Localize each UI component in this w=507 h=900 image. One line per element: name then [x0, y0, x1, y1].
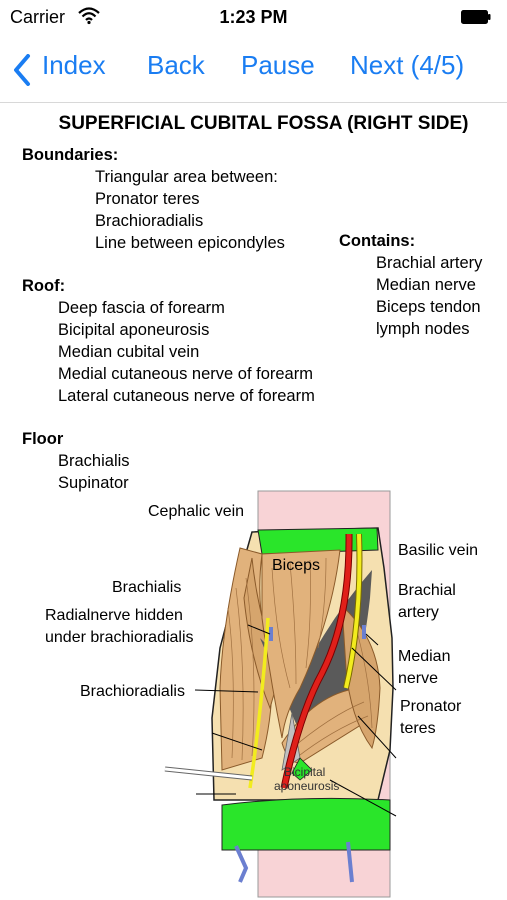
basilic-vein-lower: [346, 841, 354, 883]
boundaries-item: Brachioradialis: [95, 212, 204, 230]
contains-item: Biceps tendon: [376, 298, 481, 316]
wifi-icon: [78, 7, 100, 25]
next-button[interactable]: Next (4/5): [350, 50, 465, 80]
pause-button[interactable]: Pause: [241, 50, 315, 80]
roof-item: Median cubital vein: [58, 343, 200, 361]
brachial-artery: [281, 533, 352, 789]
bicipital-aponeurosis-label-line1: Bicipital: [284, 765, 326, 779]
boundaries-item: Line between epicondyles: [95, 234, 285, 252]
median-nerve-label-line1: Median: [398, 648, 451, 665]
cephalic-vein-mark: [269, 627, 273, 641]
floor-item: Brachialis: [58, 452, 130, 470]
bicipital-aponeurosis-label-line2: aponeurosis: [274, 779, 340, 793]
index-button[interactable]: Index: [42, 50, 106, 80]
contains-heading: Contains:: [339, 232, 416, 250]
back-button[interactable]: Back: [147, 50, 205, 80]
roof-item: Bicipital aponeurosis: [58, 321, 210, 339]
bottom-fascia-band: [221, 797, 391, 851]
page-title: SUPERFICIAL CUBITAL FOSSA (RIGHT SIDE): [58, 113, 469, 134]
floor-item: Supinator: [58, 474, 129, 492]
carrier-label: Carrier: [10, 7, 66, 27]
boundaries-item: Triangular area between:: [95, 168, 278, 186]
roof-item: Deep fascia of forearm: [58, 299, 225, 317]
battery-icon: [461, 10, 491, 24]
biceps-label: Biceps: [272, 557, 321, 574]
contains-item: lymph nodes: [376, 320, 470, 338]
cephalic-vein-lower: [234, 845, 249, 883]
pronator-teres-label-line2: teres: [400, 720, 436, 737]
median-nerve: [344, 533, 362, 689]
radial-nerve-label-line1: Radialnerve hidden: [45, 607, 183, 624]
radial-nerve-label-line2: under brachioradialis: [45, 629, 194, 646]
cephalic-vein-label: Cephalic vein: [148, 503, 245, 520]
contains-item: Median nerve: [376, 276, 476, 294]
retractor: [164, 767, 253, 780]
contains-item: Brachial artery: [376, 254, 483, 272]
boundaries-heading: Boundaries:: [22, 146, 119, 164]
basilic-vein-label: Basilic vein: [398, 542, 479, 559]
brachial-artery-label-line1: Brachial: [398, 582, 456, 599]
roof-item: Medial cutaneous nerve of forearm: [58, 365, 313, 383]
slide-content: SUPERFICIAL CUBITAL FOSSA (RIGHT SIDE) B…: [0, 103, 507, 900]
biceps-muscle: [261, 549, 341, 739]
cubital-fossa-illustration: [164, 490, 397, 898]
brachialis-label: Brachialis: [112, 579, 182, 596]
basilic-vein-mark: [362, 625, 366, 639]
roof-heading: Roof:: [22, 277, 66, 295]
navigation-bar: Index Back Pause Next (4/5): [0, 36, 507, 103]
brachioradialis-label: Brachioradialis: [80, 683, 185, 700]
boundaries-item: Pronator teres: [95, 190, 200, 208]
leader-lines: [194, 624, 397, 817]
brachial-artery-label-line2: artery: [398, 604, 439, 621]
chevron-left-icon[interactable]: [13, 54, 31, 86]
median-nerve-label-line2: nerve: [398, 670, 439, 687]
floor-heading: Floor: [22, 430, 64, 448]
pronator-teres-label-line1: Pronator: [400, 698, 462, 715]
roof-item: Lateral cutaneous nerve of forearm: [58, 387, 315, 405]
status-bar: Carrier 1:23 PM: [0, 0, 507, 36]
radial-nerve: [248, 617, 270, 789]
status-time: 1:23 PM: [219, 7, 288, 27]
aponeurosis-fragment: [291, 757, 313, 781]
